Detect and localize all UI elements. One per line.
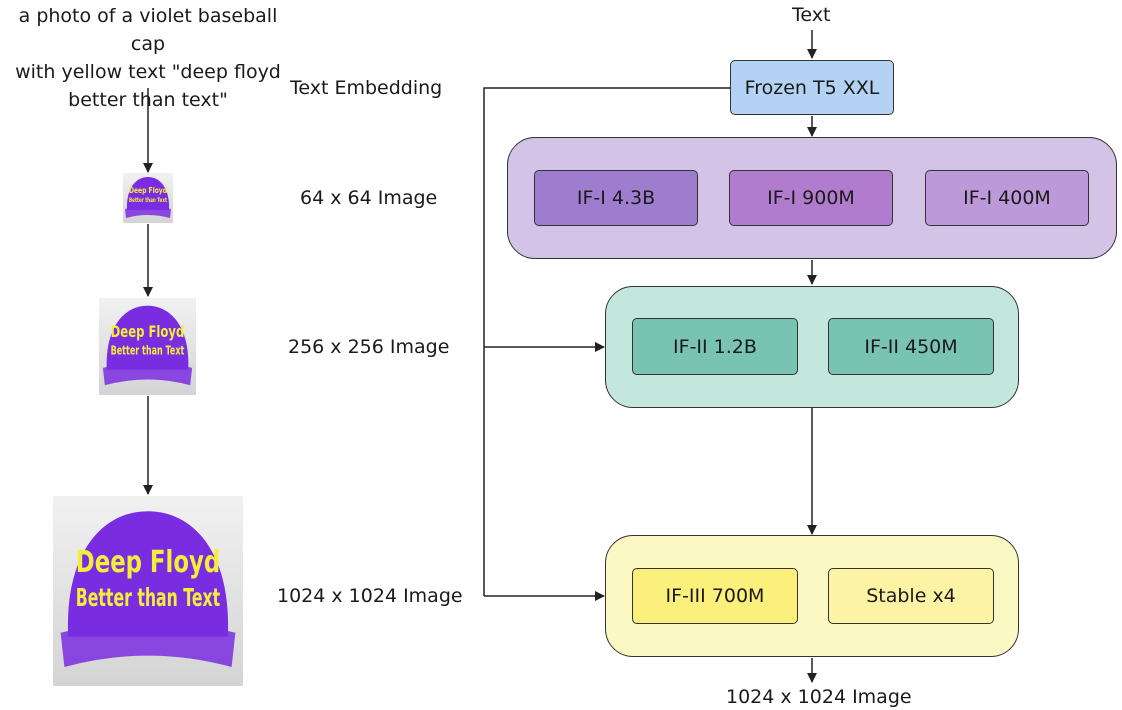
- cap-text-line: Deep Floyd: [129, 186, 167, 195]
- if1-900m-node: IF-I 900M: [729, 170, 893, 226]
- prompt-text: a photo of a violet baseball cap with ye…: [0, 2, 296, 114]
- if2-1-2b-node: IF-II 1.2B: [632, 318, 798, 375]
- cap-illustration: Deep Floyd Better than Text: [102, 305, 193, 386]
- cap-text-line: Better than Text: [129, 196, 167, 204]
- embedding-bus: [483, 87, 730, 596]
- cap-illustration: Deep Floyd Better than Text: [60, 511, 236, 667]
- cap-image-64: Deep Floyd Better than Text: [123, 173, 173, 223]
- if2-450m-node: IF-II 450M: [828, 318, 994, 375]
- cap-text-line: Deep Floyd: [111, 323, 185, 341]
- prompt-line: with yellow text "deep floyd: [15, 61, 281, 83]
- cap-text-line: Better than Text: [76, 583, 221, 612]
- frozen-t5-node: Frozen T5 XXL: [730, 60, 894, 115]
- cap-image-256: Deep Floyd Better than Text: [99, 298, 196, 395]
- label-64-image: 64 x 64 Image: [300, 187, 438, 209]
- label-output-image: 1024 x 1024 Image: [726, 686, 912, 708]
- cap-text-line: Deep Floyd: [76, 545, 220, 580]
- label-1024-image: 1024 x 1024 Image: [277, 585, 463, 607]
- stable-x4-node: Stable x4: [828, 568, 994, 624]
- cap-illustration: Deep Floyd Better than Text: [125, 177, 171, 218]
- if3-700m-node: IF-III 700M: [632, 568, 798, 624]
- prompt-line: better than text": [68, 89, 228, 111]
- if1-400m-node: IF-I 400M: [925, 170, 1089, 226]
- cap-image-1024: Deep Floyd Better than Text: [53, 496, 243, 686]
- cap-text-line: Better than Text: [111, 342, 185, 357]
- label-text-embedding: Text Embedding: [290, 77, 443, 99]
- prompt-line: a photo of a violet baseball cap: [18, 5, 278, 55]
- label-input-text: Text: [792, 4, 831, 26]
- label-256-image: 256 x 256 Image: [288, 336, 450, 358]
- if1-4-3b-node: IF-I 4.3B: [534, 170, 698, 226]
